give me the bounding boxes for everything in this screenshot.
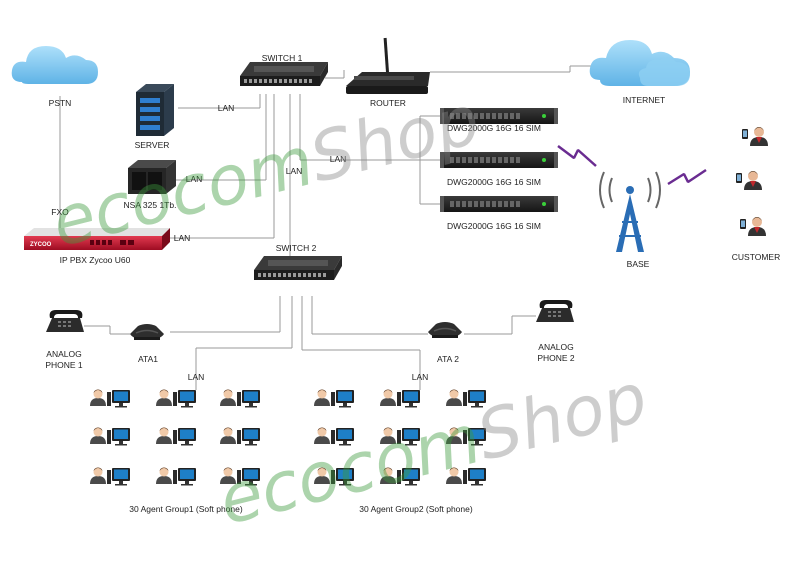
internet-cloud-icon xyxy=(589,40,690,86)
router-icon xyxy=(346,37,430,94)
customer-2-icon xyxy=(736,171,762,190)
router-label: ROUTER xyxy=(370,98,406,108)
ata-2-icon xyxy=(427,321,463,339)
analog-phone-2-label-line1: ANALOG xyxy=(538,342,573,352)
pbx-label: IP PBX Zycoo U60 xyxy=(60,255,131,265)
analog-phone-1-label-line1: ANALOG xyxy=(46,349,81,359)
pstn-cloud-icon xyxy=(11,46,98,84)
switch-2-label: SWITCH 2 xyxy=(276,243,317,253)
switch-1-label: SWITCH 1 xyxy=(262,53,303,63)
analog-phone-1-icon xyxy=(46,310,84,332)
nsa-storage-icon xyxy=(128,160,176,194)
lan-group-2-label: LAN xyxy=(412,372,429,382)
connection-lines xyxy=(59,65,600,390)
agent-group-2-label: 30 Agent Group2 (Soft phone) xyxy=(359,504,473,514)
gateway-2-label: DWG2000G 16G 16 SIM xyxy=(447,177,541,187)
lan-server-label: LAN xyxy=(218,103,235,113)
ip-pbx-icon: ZYCOO xyxy=(24,228,170,250)
lan-switch-link-label: LAN xyxy=(286,166,303,176)
lan-pbx-label: LAN xyxy=(174,233,191,243)
gateway-1-label: DWG2000G 16G 16 SIM xyxy=(447,123,541,133)
server-label: SERVER xyxy=(135,140,170,150)
lan-gateway-label: LAN xyxy=(330,154,347,164)
ata-1-icon xyxy=(129,323,165,341)
pbx-brand-label: ZYCOO xyxy=(30,242,52,248)
lan-group-1-label: LAN xyxy=(188,372,205,382)
watermark-com: com xyxy=(161,122,321,234)
analog-phone-1-label-line2: PHONE 1 xyxy=(45,360,83,370)
radio-wave-icon xyxy=(557,145,707,186)
customer-1-icon xyxy=(742,127,768,146)
internet-label: INTERNET xyxy=(623,95,666,105)
analog-phone-2-icon xyxy=(536,300,574,322)
server-icon xyxy=(136,84,174,136)
diagram-labels: PSTN SWITCH 1 ROUTER INTERNET SERVER LAN… xyxy=(45,53,780,514)
gateway-3-label: DWG2000G 16G 16 SIM xyxy=(447,221,541,231)
customer-3-icon xyxy=(740,217,766,236)
analog-phone-2-label-line2: PHONE 2 xyxy=(537,353,575,363)
watermark-eco-2: eco xyxy=(212,435,348,541)
agent-group-1-label: 30 Agent Group1 (Soft phone) xyxy=(129,504,243,514)
lan-nsa-label: LAN xyxy=(186,174,203,184)
fxo-label: FXO xyxy=(51,207,69,217)
switch-2-icon xyxy=(254,256,342,280)
ata-2-label: ATA 2 xyxy=(437,354,459,364)
customer-label: CUSTOMER xyxy=(732,252,781,262)
base-label: BASE xyxy=(627,259,650,269)
nsa-label: NSA 325 1Tb. xyxy=(124,200,177,210)
gateway-3-icon xyxy=(440,196,558,212)
pstn-label: PSTN xyxy=(49,98,72,108)
watermark-shop-2: Shop xyxy=(470,359,655,477)
watermark-com-2: com xyxy=(329,400,489,512)
switch-1-icon xyxy=(240,62,328,86)
base-tower-icon xyxy=(599,171,661,252)
ata-1-label: ATA1 xyxy=(138,354,158,364)
